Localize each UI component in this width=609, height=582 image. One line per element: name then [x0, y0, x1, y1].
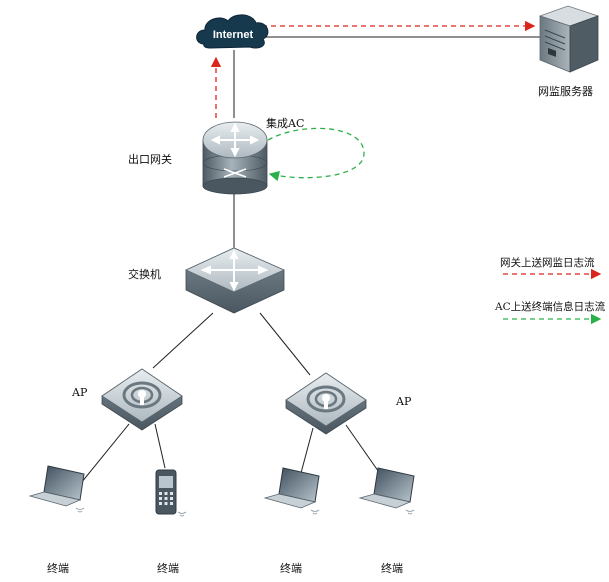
legend-green-label: AC上送终端信息日志流	[495, 301, 606, 313]
ap-right-icon	[285, 372, 367, 435]
ap-left-icon	[101, 368, 183, 431]
laptop-icon-1	[28, 465, 85, 513]
internet-label: Internet	[213, 29, 254, 41]
switch-label: 交换机	[128, 268, 161, 281]
server-icon	[538, 5, 600, 73]
connections	[76, 36, 545, 489]
internet-cloud-icon: Internet	[196, 14, 269, 49]
laptop-icon-4	[358, 467, 415, 515]
switch-icon	[185, 247, 285, 314]
laptop-icon-3	[263, 467, 320, 515]
link-ap-left-phone	[154, 423, 166, 469]
gateway-label: 出口网关	[128, 153, 172, 166]
server-label: 网监服务器	[538, 85, 593, 98]
phone-icon	[155, 469, 187, 517]
terminal-label-4: 终端	[381, 562, 403, 575]
ap-left-label: AP	[72, 386, 88, 399]
terminal-label-2: 终端	[157, 562, 179, 575]
gateway-router-icon	[202, 121, 268, 195]
link-switch-ap-left	[152, 312, 214, 369]
green-flow-loop	[267, 127, 365, 182]
link-switch-ap-right	[259, 312, 311, 376]
ap-right-label: AP	[396, 395, 412, 408]
terminal-label-1: 终端	[47, 562, 69, 575]
integrated-ac-label: 集成AC	[266, 117, 305, 130]
terminal-label-3: 终端	[280, 562, 302, 575]
legend-red-label: 网关上送网监日志流	[500, 257, 595, 269]
link-ap-left-laptop-1	[76, 423, 130, 489]
